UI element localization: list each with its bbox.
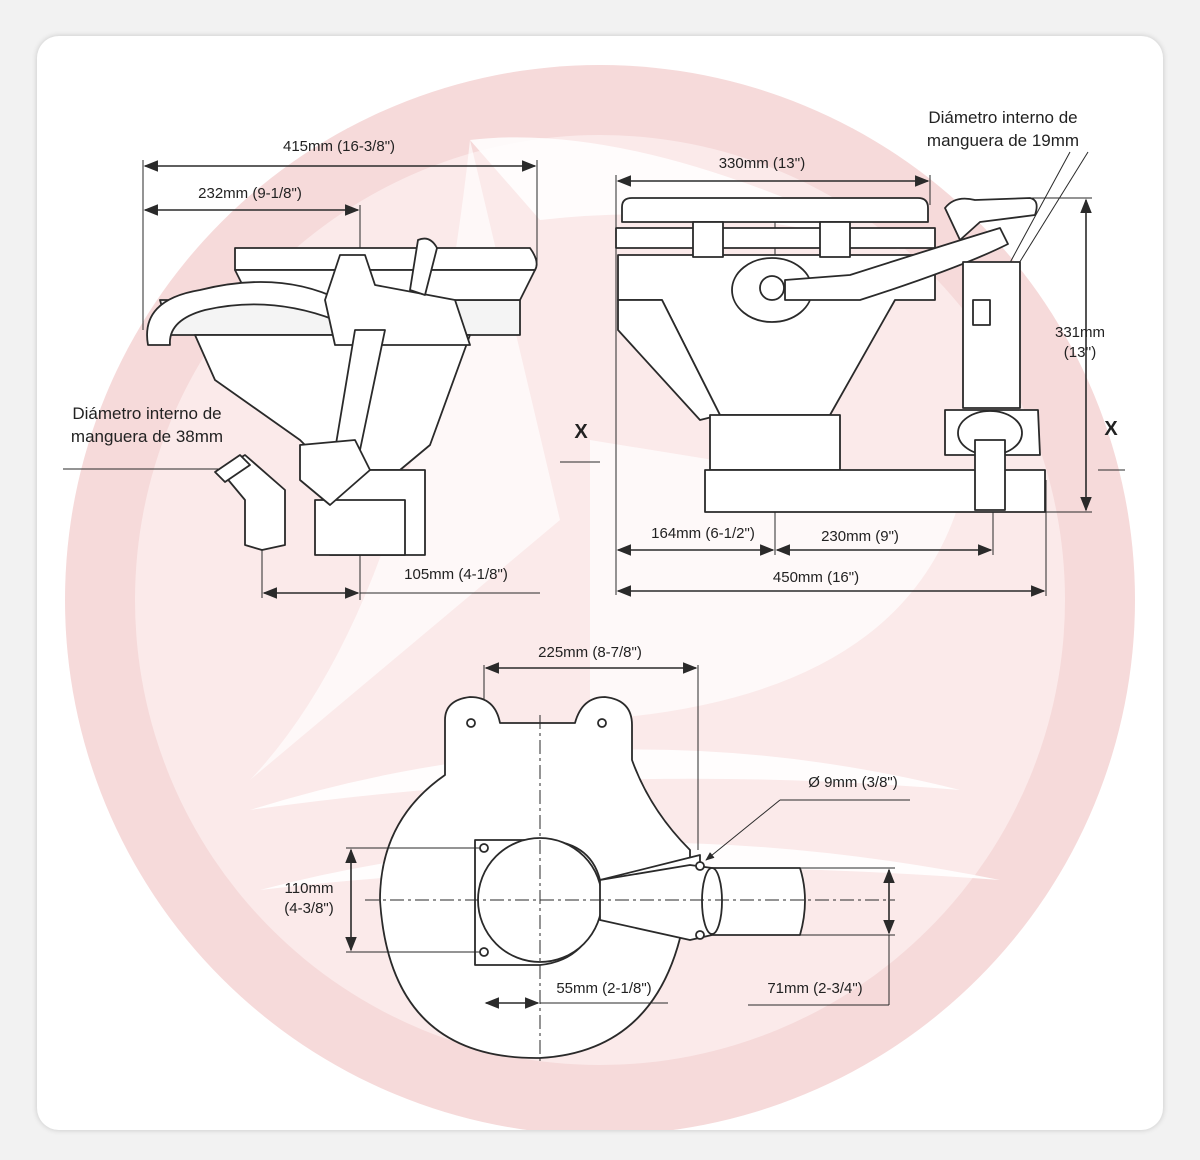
dim-base-outlet-tube: 71mm (2-3/4") [767,980,862,997]
x-mark-side: X [574,421,588,443]
dim-front-height-line2: (13'') [1064,344,1096,361]
label-hose-19mm-line1: Diámetro interno de [928,108,1077,127]
technical-drawing: 415mm (16-3/8") 232mm (9-1/8") 105mm (4-… [63,65,1135,1130]
dim-base-hole-diameter: Ø 9mm (3/8") [808,774,898,791]
dim-base-outlet-height-line1: 110mm [285,880,334,897]
label-hose-19mm-line2: manguera de 19mm [927,131,1079,150]
dim-side-seat-width: 232mm (9-1/8") [198,185,302,202]
dim-front-height-line1: 331mm [1055,324,1105,341]
dim-base-outlet-center: 55mm (2-1/8") [556,980,651,997]
x-mark-front: X [1104,418,1118,440]
dim-front-right-offset: 230mm (9") [821,528,899,545]
label-hose-38mm-line2: manguera de 38mm [71,427,223,446]
dim-side-overall-width: 415mm (16-3/8") [283,138,395,155]
drawing-card: 415mm (16-3/8") 232mm (9-1/8") 105mm (4-… [37,36,1163,1130]
side-view [63,160,540,600]
dim-base-hole-spacing: 225mm (8-7/8") [538,644,642,661]
dim-side-outlet-offset: 105mm (4-1/8") [404,566,508,583]
dim-front-seat-width: 330mm (13'') [719,155,806,172]
dim-front-total-width: 450mm (16") [773,569,859,586]
front-view [560,151,1125,597]
label-hose-38mm-line1: Diámetro interno de [72,404,221,423]
dim-front-left-offset: 164mm (6-1/2") [651,525,755,542]
base-view [345,662,910,1062]
dim-base-outlet-height-line2: (4-3/8") [284,900,334,917]
